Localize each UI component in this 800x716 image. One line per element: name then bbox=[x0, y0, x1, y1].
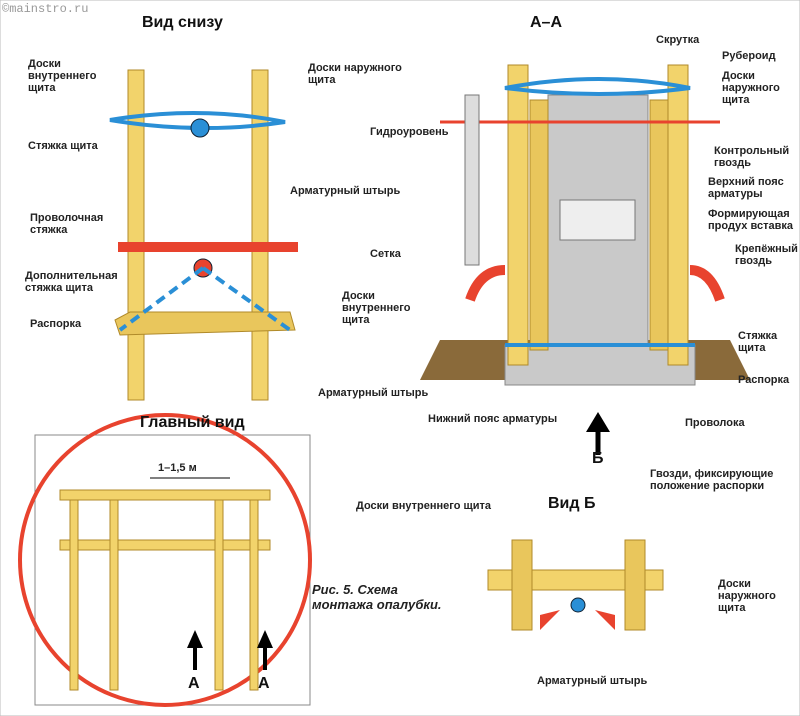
label-inner-boards-b: Доски внутреннего щита bbox=[356, 500, 492, 512]
label-upper-rebar: Верхний пояс арматуры bbox=[708, 176, 784, 200]
label-wire: Проволока bbox=[685, 417, 745, 429]
label-rebar-pin: Арматурный штырь bbox=[290, 185, 401, 197]
label-roofing: Рубероид bbox=[722, 50, 776, 62]
arrow-a-label: А bbox=[188, 675, 200, 692]
bottom-view-title: Вид снизу bbox=[142, 14, 223, 31]
label-strut: Распорка bbox=[30, 318, 82, 330]
bottom-view-drawing bbox=[109, 69, 298, 401]
label-rebar-pin-b: Арматурный штырь bbox=[537, 675, 648, 687]
main-view-title: Главный вид bbox=[140, 414, 245, 431]
section-aa-title: А–А bbox=[530, 14, 563, 31]
label-wire-tie: Проволочная стяжка bbox=[30, 212, 104, 236]
label-lower-rebar: Нижний пояс арматуры bbox=[428, 413, 558, 425]
label-strut-aa: Распорка bbox=[738, 374, 790, 386]
label-tie-aa: Стяжка щита bbox=[738, 330, 778, 354]
label-outer-boards-b: Доски наружного щита bbox=[718, 578, 776, 614]
dimension-label: 1–1,5 м bbox=[158, 462, 197, 474]
label-tie: Стяжка щита bbox=[28, 140, 98, 152]
label-twist: Скрутка bbox=[656, 34, 700, 46]
label-rebar-pin-2: Арматурный штырь bbox=[318, 387, 429, 399]
label-fix-nail: Крепёжный гвоздь bbox=[735, 243, 798, 267]
label-vent-insert: Формирующая продух вставка bbox=[708, 208, 793, 232]
label-nails: Гвозди, фиксирующие положение распорки bbox=[650, 468, 774, 492]
arrow-b-label: Б bbox=[592, 450, 604, 467]
label-control-nail: Контрольный гвоздь bbox=[714, 145, 790, 169]
label-level: Гидроуровень bbox=[370, 126, 449, 138]
label-mesh: Сетка bbox=[370, 248, 401, 260]
view-b-title: Вид Б bbox=[548, 495, 596, 512]
label-extra-tie: Дополнительная стяжка щита bbox=[25, 270, 118, 294]
watermark: ©mainstro.ru bbox=[2, 2, 89, 16]
arrow-a-label-2: А bbox=[258, 675, 270, 692]
label-inner-boards-aa: Доски внутреннего щита bbox=[342, 290, 411, 326]
label-inner-boards: Доски внутреннего щита bbox=[28, 58, 97, 94]
label-outer-boards-aa: Доски наружного щита bbox=[722, 70, 780, 106]
main-view-drawing bbox=[59, 489, 271, 691]
section-aa-drawing bbox=[420, 64, 750, 455]
view-b-drawing bbox=[487, 539, 664, 631]
label-outer-boards: Доски наружного щита bbox=[308, 62, 402, 86]
figure-caption: Рис. 5. Схема монтажа опалубки. bbox=[312, 582, 442, 612]
